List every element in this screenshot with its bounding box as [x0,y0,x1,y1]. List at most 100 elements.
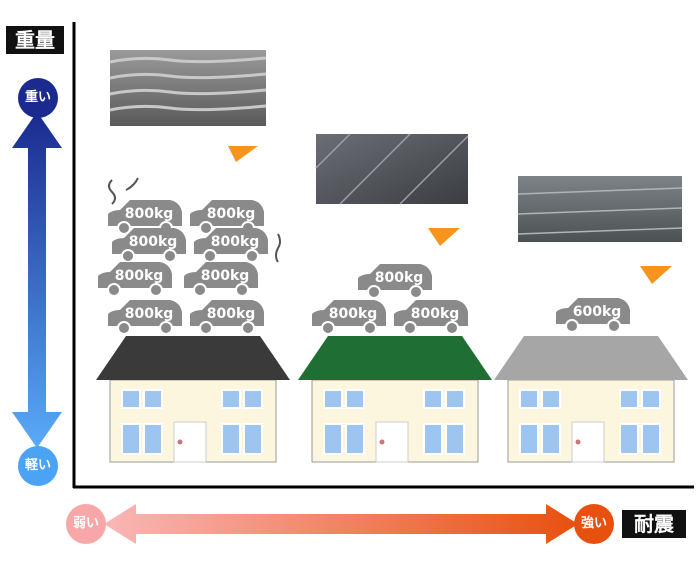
car-wheel [117,321,131,335]
car-body [108,200,182,226]
clay-tile-photo [109,50,267,126]
heavy-label: 重い [18,78,58,118]
weight-double-arrow [12,112,62,448]
car-wheel [409,285,423,299]
car-wheel [245,249,259,263]
window [619,389,639,409]
car-weight-label: 800kg [206,306,256,322]
window [445,389,465,409]
car-icon [108,300,182,335]
window [423,423,443,455]
window [641,423,661,455]
window [121,389,141,409]
car-wheel [107,283,121,297]
callout-tail-1 [228,146,258,162]
car-wheel [363,321,377,335]
car-weight-label: 800kg [200,268,250,284]
car-weight-label: 800kg [374,270,424,286]
car-body [184,262,258,288]
door-knob [575,439,581,445]
car-wheel [117,221,131,235]
car-wheel [565,319,579,333]
car-body [194,228,268,254]
window [143,389,163,409]
strong-label: 強い [574,504,614,544]
car-wheel [149,283,163,297]
car-wheel [445,321,459,335]
door-knob [177,439,183,445]
window [619,423,639,455]
window [143,423,163,455]
car-body [112,228,186,254]
metal-photo [517,176,683,242]
car-body [556,298,630,324]
window [221,423,241,455]
car-body [394,300,468,326]
window [541,423,561,455]
car-wheel [159,321,173,335]
car-weight-label: 800kg [410,306,460,322]
roof [298,336,492,380]
car-weight-label: 800kg [128,234,178,250]
weak-label: 弱い [66,504,106,544]
door-knob [379,439,385,445]
car-icon [394,300,468,335]
car-wheel [403,321,417,335]
car-wheel [235,283,249,297]
car-wheel [203,249,217,263]
window [641,389,661,409]
car-weight-label: 800kg [124,306,174,322]
car-wheel [199,221,213,235]
car-icon [194,228,268,263]
car-icon [556,298,630,333]
car-wheel [367,285,381,299]
car-icon [184,262,258,297]
car-weight-label: 800kg [114,268,164,284]
car-body [98,262,172,288]
car-weight-label: 800kg [328,306,378,322]
window [243,389,263,409]
car-icon [98,262,172,297]
window [323,423,343,455]
car-wheel [193,283,207,297]
roof [96,336,290,380]
shake-mark-right [275,233,281,263]
house-3 [494,336,688,463]
window [445,423,465,455]
car-icon [190,300,264,335]
car-icon [358,264,432,299]
car-weight-label: 800kg [206,206,256,222]
car-body [312,300,386,326]
window [345,389,365,409]
car-body [190,200,264,226]
window [121,423,141,455]
shake-mark-top [125,177,139,191]
car-wheel [607,319,621,333]
window [221,389,241,409]
callout-tail-2 [428,228,460,246]
window [423,389,443,409]
car-body [108,300,182,326]
car-wheel [199,321,213,335]
car-weight-label: 800kg [124,206,174,222]
car-icon [112,228,186,263]
light-label: 軽い [18,446,58,486]
car-wheel [321,321,335,335]
seismic-axis-title: 耐震 [622,510,686,538]
window [519,423,539,455]
house-1 [96,336,290,463]
slate-photo [315,133,469,205]
car-body [190,300,264,326]
car-wheel [121,249,135,263]
callout-tail-3 [640,266,672,284]
car-weight-label: 600kg [572,304,622,320]
roof [494,336,688,380]
car-icon [312,300,386,335]
window [323,389,343,409]
window [519,389,539,409]
window [541,389,561,409]
seismic-double-arrow [104,504,578,544]
car-wheel [163,249,177,263]
car-body [358,264,432,290]
